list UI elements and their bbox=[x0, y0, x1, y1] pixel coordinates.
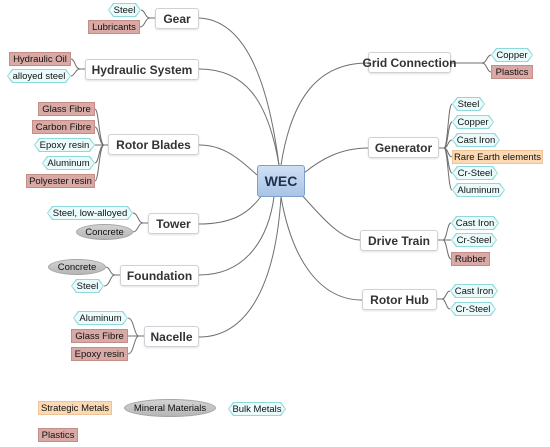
leaf-nacelle-glass-fibre[interactable]: Glass Fibre bbox=[71, 329, 128, 343]
leaf-gear-steel[interactable]: Steel bbox=[108, 3, 141, 17]
link-gear bbox=[198, 17, 280, 166]
branch-tower[interactable]: Tower bbox=[148, 213, 199, 234]
branch-hydraulic-system[interactable]: Hydraulic System bbox=[85, 59, 199, 80]
leaf-rotor-hub-cr-steel[interactable]: Cr-Steel bbox=[450, 302, 496, 316]
legend-strategic-metals: Strategic Metals bbox=[38, 401, 112, 415]
leaf-hydraulic-oil[interactable]: Hydraulic Oil bbox=[9, 52, 71, 66]
leaf-hydraulic-alloyed-steel[interactable]: alloyed steel bbox=[7, 69, 71, 83]
branch-nacelle[interactable]: Nacelle bbox=[144, 326, 199, 347]
link-tower bbox=[198, 194, 263, 225]
branch-drive-train[interactable]: Drive Train bbox=[360, 230, 438, 251]
leaf-rotor-blades-epoxy-resin[interactable]: Epoxy resin bbox=[34, 138, 95, 152]
leaf-gear-lubricants[interactable]: Lubricants bbox=[88, 20, 140, 34]
leaf-rotor-hub-cast-iron[interactable]: Cast Iron bbox=[450, 284, 498, 298]
branch-rotor-blades[interactable]: Rotor Blades bbox=[108, 134, 199, 155]
leaf-generator-steel[interactable]: Steel bbox=[452, 97, 485, 111]
branch-grid-connection[interactable]: Grid Connection bbox=[363, 52, 457, 73]
leaf-generator-copper[interactable]: Copper bbox=[452, 115, 494, 129]
link-rotor-blades bbox=[198, 144, 258, 176]
leaf-generator-cast-iron[interactable]: Cast Iron bbox=[452, 133, 500, 147]
leaf-rotor-blades-glass-fibre[interactable]: Glass Fibre bbox=[38, 102, 95, 116]
link-foundation bbox=[198, 196, 275, 276]
link-nacelle bbox=[198, 196, 282, 338]
leaf-rotor-blades-aluminum[interactable]: Aluminum bbox=[42, 156, 95, 170]
link-drive-train bbox=[299, 192, 361, 241]
leaf-drive-train-cr-steel[interactable]: Cr-Steel bbox=[451, 233, 497, 247]
leaf-generator-cr-steel[interactable]: Cr-Steel bbox=[452, 166, 498, 180]
leaf-rotor-blades-carbon-fibre[interactable]: Carbon Fibre bbox=[32, 120, 95, 134]
link-generator bbox=[303, 147, 369, 174]
leaf-tower-steel-low-alloyed[interactable]: Steel, low-alloyed bbox=[47, 206, 133, 220]
legend-mineral-materials: Mineral Materials bbox=[124, 399, 216, 417]
leaf-nacelle-aluminum[interactable]: Aluminum bbox=[73, 311, 128, 325]
leaf-rotor-blades-polyester-resin[interactable]: Polyester resin bbox=[26, 174, 95, 188]
leaf-generator-rare-earth-elements[interactable]: Rare Earth elements bbox=[452, 150, 543, 164]
branch-gear[interactable]: Gear bbox=[155, 8, 199, 29]
leaf-generator-aluminum[interactable]: Aluminum bbox=[452, 183, 505, 197]
link-grid bbox=[280, 62, 369, 166]
legend-plastics: Plastics bbox=[38, 428, 78, 442]
link-hydraulic bbox=[198, 68, 280, 166]
leaf-drive-train-cast-iron[interactable]: Cast Iron bbox=[451, 216, 499, 230]
leaf-grid-plastics[interactable]: Plastics bbox=[491, 65, 533, 79]
link-rotor-hub bbox=[280, 196, 363, 301]
leaf-grid-copper[interactable]: Copper bbox=[491, 48, 533, 62]
leaf-tower-concrete[interactable]: Concrete bbox=[76, 224, 133, 240]
leaf-foundation-concrete[interactable]: Concrete bbox=[48, 259, 106, 275]
branch-generator[interactable]: Generator bbox=[368, 137, 439, 158]
leaf-drive-train-rubber[interactable]: Rubber bbox=[451, 252, 490, 266]
legend-bulk-metals: Bulk Metals bbox=[228, 402, 286, 416]
central-node[interactable]: WEC bbox=[257, 165, 305, 197]
branch-foundation[interactable]: Foundation bbox=[120, 265, 199, 286]
branch-rotor-hub[interactable]: Rotor Hub bbox=[362, 289, 437, 310]
leaf-nacelle-epoxy-resin[interactable]: Epoxy resin bbox=[71, 347, 128, 361]
leaf-foundation-steel[interactable]: Steel bbox=[71, 279, 104, 293]
